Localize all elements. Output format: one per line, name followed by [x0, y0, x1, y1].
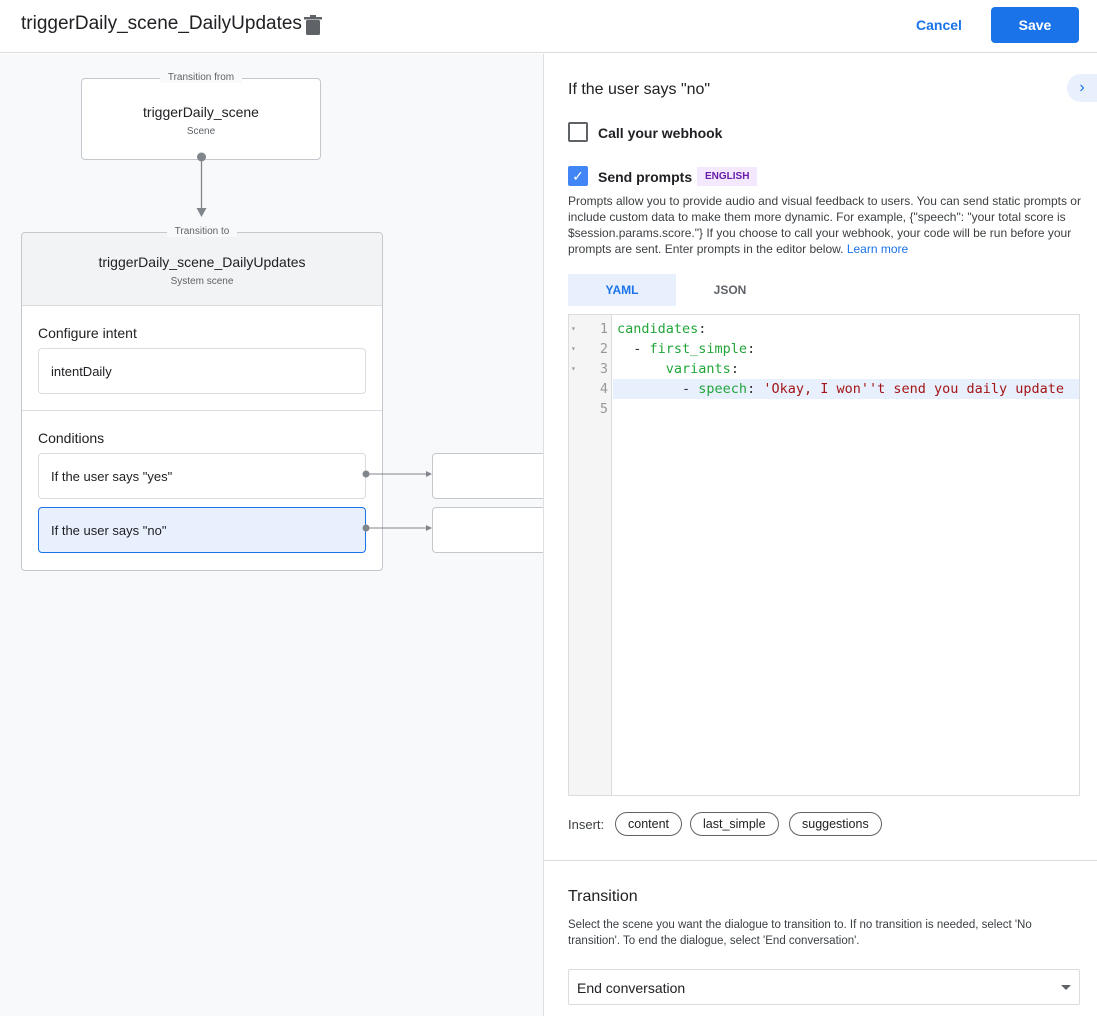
condition-connectors — [362, 470, 432, 532]
code-token-key: candidates — [617, 321, 699, 337]
line-number-text: 4 — [599, 381, 608, 397]
line-number: ▾1 — [569, 319, 612, 339]
code-token-indent: - — [617, 341, 650, 357]
transition-select[interactable]: End conversation — [568, 969, 1080, 1005]
code-token-sep: : — [747, 381, 764, 397]
tab-json[interactable]: JSON — [713, 283, 747, 297]
scene-type: Scene — [186, 126, 216, 137]
code-token-key: first_simple — [649, 341, 748, 357]
prompts-description: Prompts allow you to provide audio and v… — [568, 193, 1083, 257]
code-token-indent: - — [617, 381, 699, 397]
trash-icon[interactable] — [304, 15, 322, 35]
fold-icon[interactable]: ▾ — [571, 324, 576, 333]
flow-canvas: Transition from triggerDaily_scene Scene… — [0, 54, 543, 1016]
code-token-val: 'Okay, I won''t send you daily update — [763, 381, 1065, 397]
code-token-key: speech — [698, 381, 748, 397]
scene-name: triggerDaily_scene_DailyUpdates — [98, 254, 306, 270]
insert-chip-suggestions[interactable]: suggestions — [789, 812, 882, 836]
line-number: ▾3 — [569, 359, 612, 379]
code-token-key: variants — [665, 361, 731, 377]
selected-value: End conversation — [577, 980, 686, 996]
code-line: candidates: — [613, 319, 1079, 339]
chevron-right-icon[interactable]: › — [1067, 74, 1097, 102]
code-line: variants: — [613, 359, 1079, 379]
dropdown-arrow-icon — [1061, 985, 1071, 990]
learn-more-link[interactable]: Learn more — [846, 242, 909, 256]
configure-intent-label: Configure intent — [38, 325, 137, 341]
fold-icon[interactable]: ▾ — [571, 344, 576, 353]
transition-title: Transition — [568, 888, 638, 905]
line-number: 5 — [569, 399, 612, 419]
line-number-text: 1 — [599, 321, 608, 337]
transition-from-box[interactable]: Transition from triggerDaily_scene Scene — [81, 72, 321, 160]
code-token-indent — [617, 361, 666, 377]
scene-title: triggerDaily_scene_DailyUpdates — [21, 13, 302, 34]
legend: Transition from — [159, 72, 243, 83]
send-prompts-label: Send prompts — [598, 169, 693, 185]
tab-yaml[interactable]: YAML — [568, 274, 676, 306]
line-number-text: 3 — [599, 361, 608, 377]
condition-no[interactable]: If the user says "no" — [38, 507, 366, 553]
panel-title: If the user says "no" — [568, 81, 711, 98]
fold-icon[interactable]: ▾ — [571, 364, 576, 373]
details-panel: If the user says "no" › Call your webhoo… — [543, 54, 1097, 1016]
condition-yes[interactable]: If the user says "yes" — [38, 453, 366, 499]
divider — [544, 860, 1097, 861]
target-node-yes[interactable] — [432, 453, 543, 499]
line-number-text: 5 — [599, 401, 608, 417]
code-token-sep: : — [747, 341, 756, 357]
conditions-label: Conditions — [38, 430, 105, 446]
language-badge: ENGLISH — [697, 167, 758, 186]
code-token-sep: : — [698, 321, 707, 337]
webhook-checkbox[interactable] — [568, 122, 588, 142]
send-prompts-checkbox[interactable]: ✓ — [568, 166, 588, 186]
line-number: 4 — [569, 379, 612, 399]
scene-type: System scene — [170, 276, 234, 287]
editor-gutter — [569, 315, 612, 795]
description-text: Prompts allow you to provide audio and v… — [568, 194, 1081, 256]
line-number: ▾2 — [569, 339, 612, 359]
line-number-text: 2 — [599, 341, 608, 357]
transition-to-box: Transition to triggerDaily_scene_DailyUp… — [21, 226, 383, 571]
code-line: - speech: 'Okay, I won''t send you daily… — [613, 379, 1079, 399]
legend: Transition to — [166, 226, 238, 237]
code-token-sep: : — [730, 361, 739, 377]
cancel-button[interactable]: Cancel — [903, 7, 975, 43]
insert-chip-last-simple[interactable]: last_simple — [690, 812, 779, 836]
code-line — [613, 399, 1079, 419]
save-button[interactable]: Save — [991, 7, 1079, 43]
target-node-no[interactable] — [432, 507, 543, 553]
intent-field[interactable]: intentDaily — [38, 348, 366, 394]
insert-chip-content[interactable]: content — [615, 812, 683, 836]
transition-description: Select the scene you want the dialogue t… — [568, 919, 1032, 947]
connector-arrow — [196, 152, 207, 217]
header: triggerDaily_scene_DailyUpdates Cancel S… — [0, 0, 1097, 53]
scene-name: triggerDaily_scene — [143, 104, 259, 120]
code-line: - first_simple: — [613, 339, 1079, 359]
insert-label: Insert: — [568, 817, 605, 832]
webhook-label: Call your webhook — [598, 125, 723, 141]
